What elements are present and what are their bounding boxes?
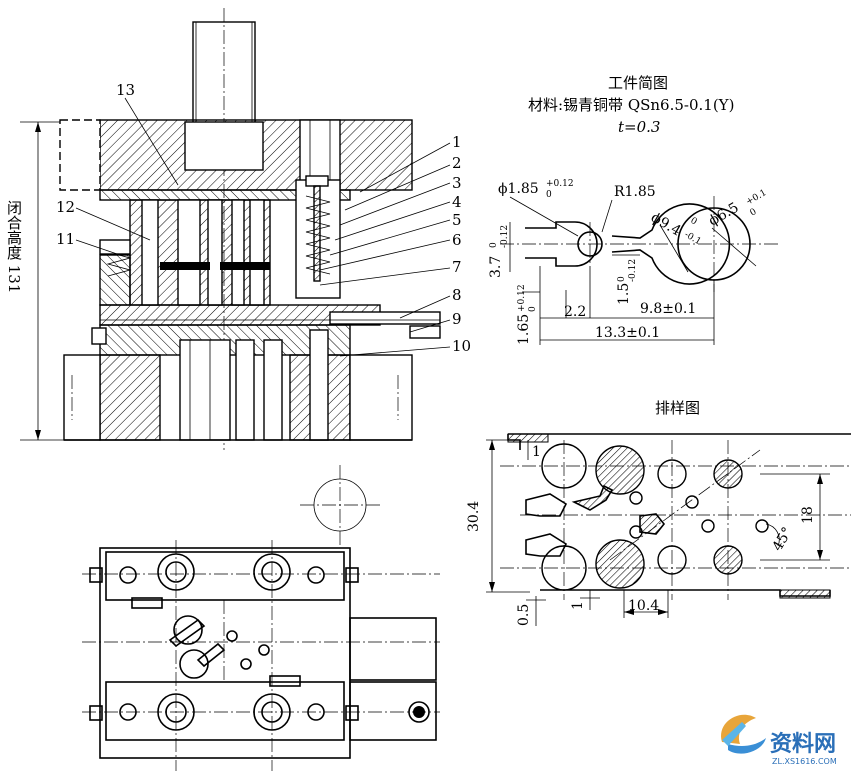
dim-hole-tol-lower: 0 [546, 190, 552, 200]
dim-width-15: 1.5 [616, 283, 632, 305]
part-number-2: 2 [452, 154, 462, 172]
dim-step: 10.4 [628, 598, 659, 614]
dim-len-22: 2.2 [564, 304, 586, 320]
watermark-logo-icon [721, 714, 766, 754]
workpiece-title: 工件简图 [608, 74, 668, 92]
part-number-12: 12 [56, 198, 75, 216]
dim-width-165-tol-lower: 0 [528, 306, 538, 312]
dim-angle: 45° [770, 524, 796, 554]
part-number-labels: 1 2 3 4 5 6 7 8 9 10 11 12 13 [56, 81, 471, 355]
dim-ring-outer-tol-upper: +0.1 [745, 188, 769, 208]
part-number-8: 8 [452, 286, 462, 304]
dim-ring-inner-tol-lower: -0.1 [683, 230, 703, 247]
part-number-10: 10 [452, 337, 471, 355]
dim-ring-inner-tol-upper: 0 [689, 216, 699, 228]
dim-pitch: 18 [800, 506, 816, 524]
material-label: 材料:锡青铜带 QSn6.5-0.1(Y) [528, 96, 734, 114]
part-number-6: 6 [452, 231, 462, 249]
watermark: 资料网 ZL.XS1616.COM [721, 714, 837, 766]
part-number-7: 7 [452, 258, 462, 276]
part-number-11: 11 [56, 230, 75, 248]
workpiece-sketch [500, 196, 780, 345]
dim-width-15-tol-upper: 0 [617, 276, 627, 282]
part-number-5: 5 [452, 211, 462, 229]
dim-top-gap: 1 [532, 444, 541, 460]
dim-ring-outer-tol-lower: 0 [749, 207, 759, 219]
part-number-9: 9 [452, 310, 462, 328]
dim-hole-dia: ϕ1.85 [498, 181, 539, 197]
die-section-view [20, 8, 451, 450]
watermark-url: ZL.XS1616.COM [772, 757, 837, 766]
strip-layout [486, 433, 851, 626]
dim-width-37-tol-upper: 0 [489, 242, 499, 248]
dim-hole-tol-upper: +0.12 [546, 179, 574, 189]
dim-width-15-tol-lower: -0.12 [628, 259, 638, 282]
dim-gap: 1 [570, 601, 586, 610]
watermark-brand: 资料网 [770, 732, 836, 757]
dim-width-165: 1.65 [516, 314, 532, 345]
layout-title: 排样图 [655, 399, 700, 417]
part-number-13: 13 [116, 81, 135, 99]
dim-width-37: 3.7 [488, 256, 504, 278]
dim-len-98: 9.8±0.1 [640, 301, 696, 317]
part-number-4: 4 [452, 193, 462, 211]
die-plan-view [82, 465, 440, 771]
dim-strip-width: 30.4 [466, 501, 482, 532]
part-number-1: 1 [452, 133, 462, 151]
dim-len-133: 13.3±0.1 [595, 325, 660, 341]
dim-radius: R1.85 [614, 184, 656, 200]
part-number-3: 3 [452, 174, 462, 192]
closed-height-label: 闭合高度 131 [5, 200, 23, 293]
thickness-label: t=0.3 [618, 118, 660, 136]
dim-edge: 0.5 [516, 604, 532, 626]
dim-width-165-tol-upper: +0.12 [517, 284, 527, 312]
dim-width-37-tol-lower: -0.12 [500, 225, 510, 248]
